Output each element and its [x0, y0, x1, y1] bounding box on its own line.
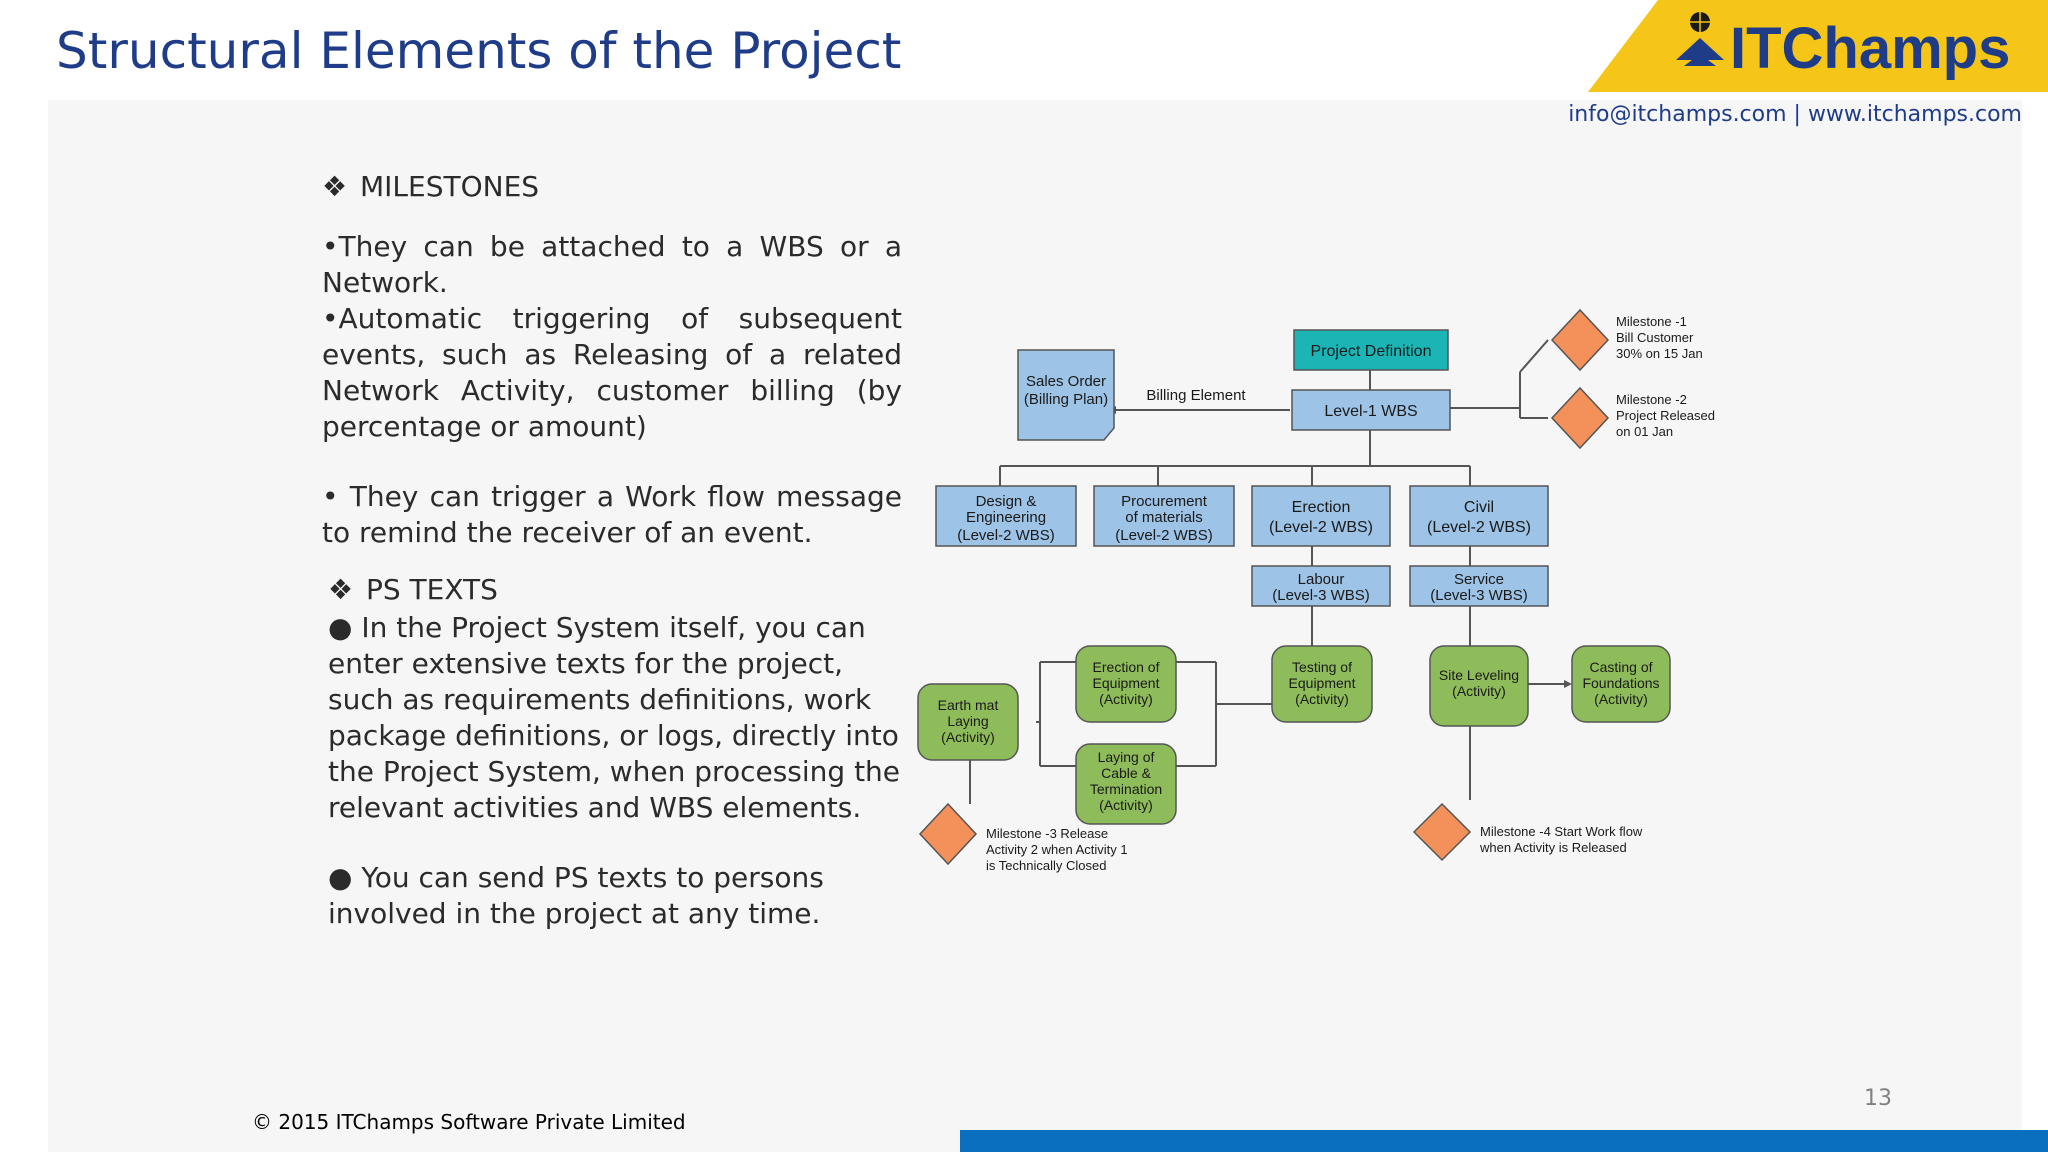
page-number: 13 [1864, 1086, 1892, 1111]
labour-wbs: Labour (Level-3 WBS) [1251, 565, 1391, 607]
project-definition-box: Project Definition [1293, 329, 1449, 371]
erection-equipment-activity: Erection of Equipment (Activity) [1075, 645, 1177, 723]
svg-text:Laying of: Laying of [1098, 749, 1155, 765]
ps-text-point: ● In the Project System itself, you can … [328, 611, 901, 824]
ps-text-point: ● You can send PS texts to persons invol… [328, 861, 824, 930]
svg-text:(Level-3 WBS): (Level-3 WBS) [1272, 587, 1370, 604]
itchamps-logo: ITChamps [1588, 0, 2048, 92]
slide-title: Structural Elements of the Project [56, 22, 902, 80]
svg-text:Equipment: Equipment [1093, 675, 1160, 691]
svg-text:(Level-2 WBS): (Level-2 WBS) [957, 527, 1055, 544]
svg-text:(Activity): (Activity) [941, 729, 995, 745]
footer-accent-bar [960, 1130, 2048, 1152]
milestones-heading: ❖MILESTONES [322, 170, 540, 203]
milestone-3: Milestone -3 Release Activity 2 when Act… [918, 802, 1128, 873]
svg-text:Erection: Erection [1292, 499, 1351, 516]
contact-info: info@itchamps.com | www.itchamps.com [1568, 102, 2022, 127]
svg-text:Project Definition: Project Definition [1311, 343, 1432, 360]
sales-order-document: Sales Order (Billing Plan) [1017, 349, 1115, 441]
svg-text:Testing of: Testing of [1292, 659, 1352, 675]
civil-wbs: Civil (Level-2 WBS) [1409, 485, 1549, 547]
svg-text:of materials: of materials [1125, 509, 1203, 526]
svg-text:Milestone -4 Start Work flow: Milestone -4 Start Work flow [1480, 824, 1643, 839]
svg-text:(Level-3 WBS): (Level-3 WBS) [1430, 587, 1528, 604]
svg-text:Sales Order: Sales Order [1026, 373, 1106, 390]
design-engineering-wbs: Design & Engineering (Level-2 WBS) [935, 485, 1077, 547]
svg-text:Equipment: Equipment [1289, 675, 1356, 691]
svg-text:Design &: Design & [976, 493, 1037, 510]
svg-text:Bill Customer: Bill Customer [1616, 330, 1694, 345]
svg-text:(Level-2 WBS): (Level-2 WBS) [1427, 519, 1531, 536]
svg-text:30% on 15 Jan: 30% on 15 Jan [1616, 346, 1703, 361]
svg-text:Cable &: Cable & [1101, 765, 1151, 781]
svg-text:(Activity): (Activity) [1099, 797, 1153, 813]
arrow-icon [1564, 680, 1572, 688]
ps-texts-heading: ❖PS TEXTS [328, 573, 498, 606]
earth-mat-activity: Earth mat Laying (Activity) [917, 683, 1019, 761]
milestone-point: •They can be attached to a WBS or a Netw… [322, 230, 902, 299]
casting-foundations-activity: Casting of Foundations (Activity) [1571, 645, 1671, 723]
svg-text:(Level-2 WBS): (Level-2 WBS) [1115, 527, 1213, 544]
logo-text: ITChamps [1730, 16, 2010, 81]
svg-text:on 01 Jan: on 01 Jan [1616, 424, 1673, 439]
slide-content-background [48, 100, 2022, 1152]
svg-text:Laying: Laying [947, 713, 988, 729]
svg-text:Project Released: Project Released [1616, 408, 1715, 423]
svg-text:Casting of: Casting of [1589, 659, 1652, 675]
svg-text:(Activity): (Activity) [1452, 683, 1506, 699]
svg-text:Procurement: Procurement [1121, 493, 1208, 510]
svg-text:Milestone -3 Release: Milestone -3 Release [986, 826, 1108, 841]
svg-text:Labour: Labour [1298, 571, 1345, 588]
procurement-wbs: Procurement of materials (Level-2 WBS) [1093, 485, 1235, 547]
svg-text:Foundations: Foundations [1582, 675, 1659, 691]
laying-cable-activity: Laying of Cable & Termination (Activity) [1075, 743, 1177, 825]
svg-text:(Activity): (Activity) [1099, 691, 1153, 707]
text-column: ❖MILESTONES •They can be attached to a W… [322, 170, 902, 932]
billing-element-label: Billing Element [1146, 387, 1246, 404]
svg-text:Site Leveling: Site Leveling [1439, 667, 1519, 683]
service-wbs: Service (Level-3 WBS) [1409, 565, 1549, 607]
svg-text:Engineering: Engineering [966, 509, 1046, 526]
milestone-1: Milestone -1 Bill Customer 30% on 15 Jan [1550, 308, 1703, 372]
svg-text:is Technically Closed: is Technically Closed [986, 858, 1106, 873]
milestone-point: • They can trigger a Work flow message t… [322, 480, 902, 549]
svg-text:when Activity is Released: when Activity is Released [1479, 840, 1627, 855]
svg-text:(Billing Plan): (Billing Plan) [1024, 391, 1108, 408]
svg-text:Milestone -1: Milestone -1 [1616, 314, 1687, 329]
svg-text:Erection of: Erection of [1093, 659, 1160, 675]
svg-text:Civil: Civil [1464, 499, 1494, 516]
diamond-bullet-icon: ❖ [328, 573, 354, 606]
milestone-4: Milestone -4 Start Work flow when Activi… [1412, 802, 1643, 862]
svg-text:Level-1 WBS: Level-1 WBS [1324, 403, 1417, 420]
diamond-bullet-icon: ❖ [322, 170, 348, 203]
globe-icon [1676, 12, 1724, 66]
svg-text:Service: Service [1454, 571, 1504, 588]
svg-text:(Activity): (Activity) [1594, 691, 1648, 707]
project-structure-diagram: Project Definition Level-1 WBS Sales Ord… [900, 290, 1760, 930]
testing-equipment-activity: Testing of Equipment (Activity) [1271, 645, 1373, 723]
site-leveling-activity: Site Leveling (Activity) [1429, 645, 1529, 727]
svg-text:(Level-2 WBS): (Level-2 WBS) [1269, 519, 1373, 536]
copyright-footer: © 2015 ITChamps Software Private Limited [252, 1110, 686, 1134]
erection-wbs: Erection (Level-2 WBS) [1251, 485, 1391, 547]
milestone-2: Milestone -2 Project Released on 01 Jan [1550, 386, 1715, 450]
svg-text:(Activity): (Activity) [1295, 691, 1349, 707]
svg-text:Termination: Termination [1090, 781, 1162, 797]
svg-text:Earth mat: Earth mat [938, 697, 999, 713]
level1-wbs-box: Level-1 WBS [1291, 389, 1451, 431]
svg-text:Activity 2 when Activity 1: Activity 2 when Activity 1 [986, 842, 1128, 857]
svg-text:Milestone -2: Milestone -2 [1616, 392, 1687, 407]
milestone-point: •Automatic triggering of subsequent even… [322, 302, 902, 443]
